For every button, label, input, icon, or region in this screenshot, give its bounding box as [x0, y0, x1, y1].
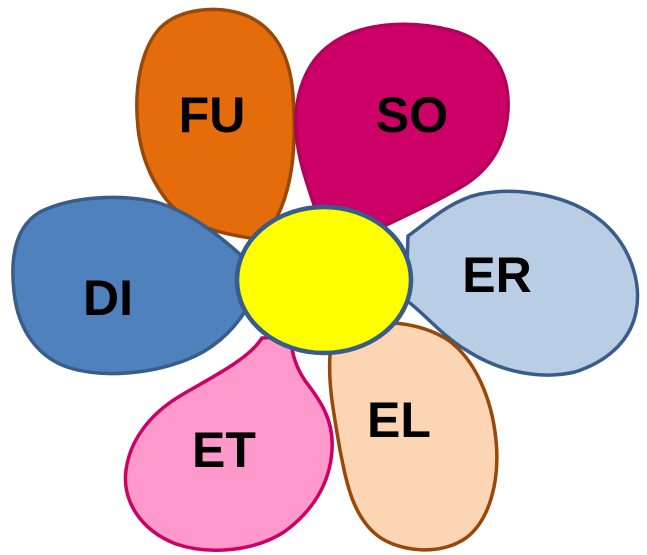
petal-label-et: ET [192, 422, 256, 478]
petal-label-fu: FU [179, 87, 246, 143]
petal-so [294, 22, 510, 235]
petal-label-el: EL [367, 392, 431, 448]
petal-label-er: ER [462, 247, 531, 303]
petal-er [404, 189, 640, 377]
petal-el [327, 320, 499, 552]
petal-di [11, 195, 248, 376]
petal-label-so: SO [376, 87, 448, 143]
flower-center [234, 204, 414, 356]
petal-et [123, 334, 334, 552]
petal-label-di: DI [83, 270, 133, 326]
